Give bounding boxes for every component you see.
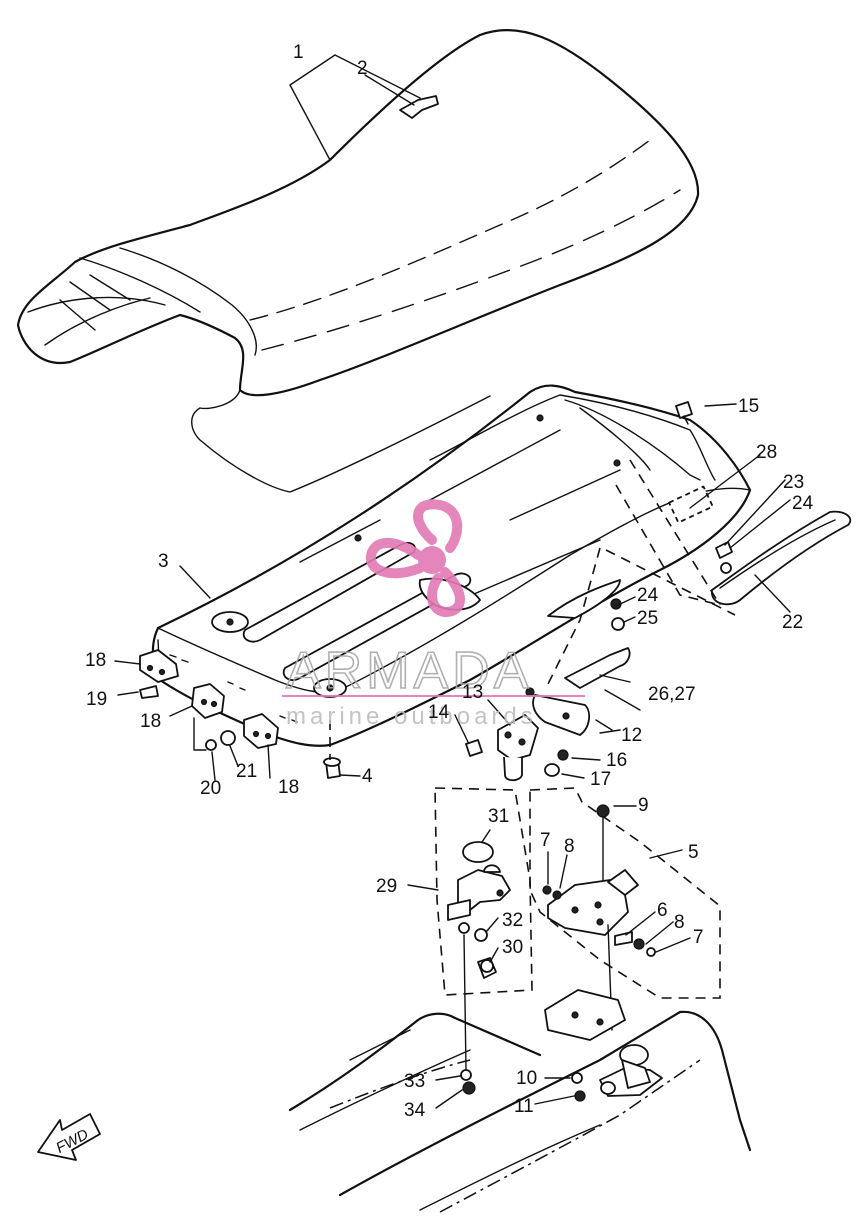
callout-7-lower: 7 [693, 927, 704, 948]
callout-20: 20 [200, 778, 221, 799]
callout-1: 1 [293, 42, 304, 63]
callout-29: 29 [376, 876, 397, 897]
callout-16: 16 [606, 750, 627, 771]
callout-22: 22 [782, 612, 803, 633]
watermark-tagline: marine outboards [286, 703, 537, 730]
callout-7-upper: 7 [540, 830, 551, 851]
callout-24-lower: 24 [637, 585, 659, 606]
watermark-brand: ARMADA [286, 642, 532, 700]
callout-9: 9 [638, 795, 649, 816]
callout-15: 15 [738, 396, 759, 417]
callout-24-upper: 24 [792, 493, 814, 514]
callout-23: 23 [783, 472, 804, 493]
callout-34: 34 [404, 1100, 426, 1121]
hook-assembly [434, 787, 533, 1071]
leader-lines [114, 74, 737, 1109]
callout-30: 30 [502, 937, 523, 958]
callout-labels: 1 2 3 4 5 6 7 7 8 8 9 10 11 12 13 14 15 … [85, 42, 814, 1121]
callout-3: 3 [158, 551, 169, 572]
callout-18-b: 18 [140, 711, 161, 732]
callout-21: 21 [236, 761, 257, 782]
callout-19: 19 [86, 689, 107, 710]
callout-33: 33 [404, 1071, 425, 1092]
callout-32: 32 [502, 910, 523, 931]
callout-4: 4 [362, 766, 373, 787]
lock-assembly [529, 787, 721, 1031]
callout-11: 11 [514, 1096, 534, 1117]
fwd-marker: FWD [37, 1113, 101, 1161]
callout-12: 12 [621, 725, 642, 746]
construction-lines [329, 454, 791, 760]
latch-rod [711, 510, 852, 606]
callout-17: 17 [590, 769, 611, 790]
watermark: ARMADA marine outboards [282, 499, 585, 730]
callout-18-c: 18 [278, 777, 299, 798]
hull-deck [288, 989, 752, 1213]
fwd-arrow-icon [37, 1113, 101, 1161]
callout-13: 13 [462, 682, 483, 703]
callout-6: 6 [657, 900, 668, 921]
callout-26-27: 26,27 [648, 684, 696, 705]
callout-8-lower: 8 [674, 912, 685, 933]
propeller-logo-icon [365, 499, 465, 618]
side-brackets [139, 649, 341, 779]
callout-18-a: 18 [85, 650, 106, 671]
seat-cushion [16, 28, 700, 493]
callout-5: 5 [688, 842, 699, 863]
callout-10: 10 [516, 1068, 537, 1089]
callout-28: 28 [756, 442, 777, 463]
callout-31: 31 [488, 806, 509, 827]
callout-2: 2 [357, 58, 368, 79]
top-fasteners [465, 401, 714, 782]
callout-8-upper: 8 [564, 836, 575, 857]
callout-25: 25 [637, 608, 658, 629]
callout-14: 14 [428, 702, 450, 723]
